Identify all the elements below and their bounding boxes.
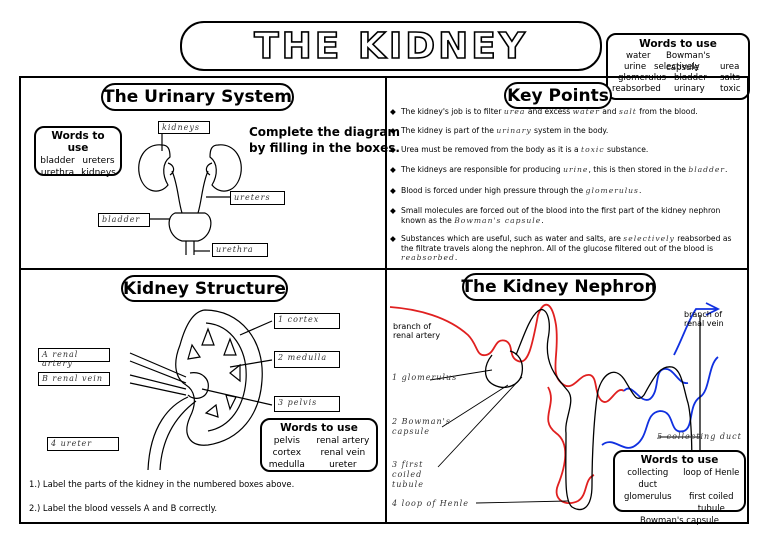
word: Bowman's capsule — [639, 516, 719, 526]
structure-label-medulla: 2 medulla — [274, 351, 340, 368]
word: pelvis — [273, 436, 300, 446]
key-points-heading: Key Points — [504, 82, 612, 109]
word: bladder — [40, 156, 75, 166]
top-words-heading: Words to use — [639, 38, 717, 50]
word: ureters — [82, 156, 115, 166]
urinary-system-diagram — [138, 133, 242, 255]
worksheet-frame — [19, 76, 749, 524]
word: glomerulus — [618, 73, 667, 83]
nephron-label-2: 2 Bowman's capsule — [392, 417, 451, 436]
word: water — [626, 51, 651, 61]
key-points-list: ◆ The kidney's job is to filter urea and… — [390, 107, 732, 262]
nephron-vein-label: branch of renal vein — [684, 310, 724, 328]
page-title: THE KIDNEY — [253, 25, 528, 68]
urinary-label-bladder: bladder — [98, 213, 150, 227]
word: bladder — [674, 73, 707, 83]
word: medulla — [268, 460, 305, 470]
urinary-label-urethra: urethra — [212, 243, 268, 257]
nephron-label-4: 4 loop of Henle — [392, 499, 469, 508]
word: urethra — [40, 168, 75, 178]
nephron-words-heading: Words to use — [640, 454, 719, 466]
structure-label-cortex: 1 cortex — [274, 313, 340, 329]
top-words-box: Words to use water Bowman's capsule urin… — [606, 33, 750, 100]
word: toxic — [720, 84, 741, 94]
structure-label-pelvis: 3 pelvis — [274, 396, 340, 412]
structure-instruction-1: 1.) Label the parts of the kidney in the… — [29, 479, 295, 489]
word: renal vein — [320, 448, 366, 458]
nephron-label-3: 3 first coiled tubule — [392, 460, 424, 489]
urinary-heading: The Urinary System — [101, 83, 294, 111]
word: reabsorbed — [612, 84, 661, 94]
word: collecting duct — [627, 468, 669, 490]
kidney-structure-diagram — [129, 309, 273, 471]
structure-words-box: Words to use pelvis renal artery cortex … — [260, 418, 378, 472]
word: loop of Henle — [683, 468, 740, 478]
page-title-banner: THE KIDNEY — [180, 21, 602, 71]
word: Bowman's capsule — [666, 51, 711, 73]
urinary-words-heading: Words to use — [51, 130, 105, 154]
nephron-diagram — [389, 302, 721, 511]
nephron-heading: The Kidney Nephron — [461, 273, 657, 301]
urinary-label-ureters: ureters — [230, 191, 285, 205]
structure-label-vein: B renal vein — [38, 372, 110, 386]
horizontal-divider — [19, 268, 749, 270]
structure-label-artery: A renal artery — [38, 348, 110, 368]
word: renal artery — [316, 436, 370, 446]
word: glomerulus — [623, 492, 672, 502]
urinary-label-kidneys: kidneys — [158, 121, 210, 134]
word: selectively — [654, 62, 700, 72]
urinary-words-box: Words to use bladder ureters urethra kid… — [34, 126, 122, 178]
vertical-divider — [385, 76, 387, 524]
word: first coiled tubule — [688, 492, 734, 514]
word: kidneys — [81, 168, 116, 178]
word: urea — [720, 62, 740, 72]
structure-words-heading: Words to use — [280, 422, 358, 434]
nephron-artery-label: branch of renal artery — [393, 322, 441, 340]
nephron-label-5: 5 collecting duct — [657, 432, 742, 441]
word: urinary — [674, 84, 705, 94]
word: urine — [624, 62, 647, 72]
word: cortex — [272, 448, 302, 458]
nephron-words-box: Words to use collecting duct loop of Hen… — [613, 450, 746, 526]
nephron-label-1: 1 glomerulus — [392, 373, 458, 382]
urinary-instruction: Complete the diagram by filling in the b… — [249, 125, 400, 155]
structure-instruction-2: 2.) Label the blood vessels A and B corr… — [29, 503, 218, 513]
word: salts — [720, 73, 740, 83]
structure-label-ureter: 4 ureter — [47, 437, 119, 451]
word: ureter — [329, 460, 357, 470]
structure-heading: Kidney Structure — [121, 275, 288, 302]
